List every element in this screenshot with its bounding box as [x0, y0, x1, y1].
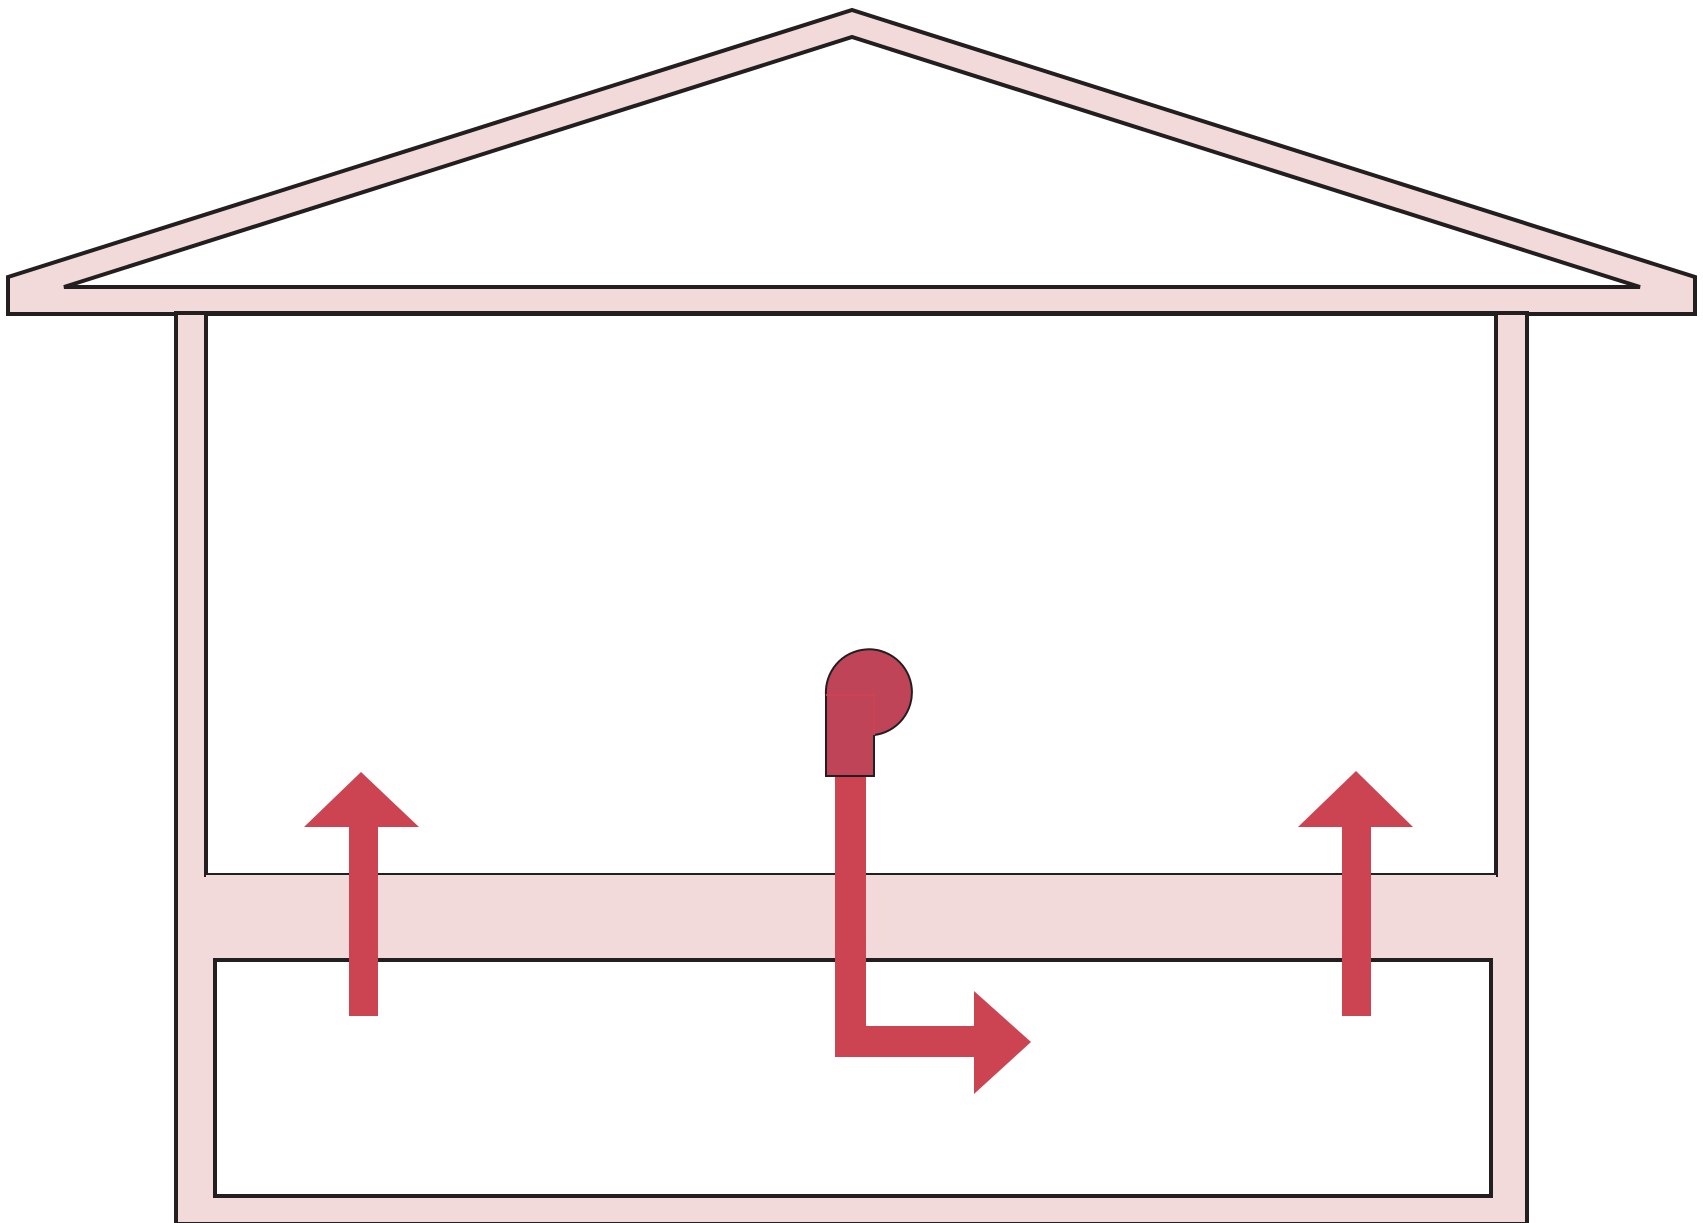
- left-arrow-head: [304, 772, 419, 827]
- fan-housing: [824, 648, 913, 777]
- house-body: [174, 311, 1529, 1223]
- left-arrow-shaft: [349, 822, 378, 1016]
- right-arrow-shaft: [1342, 822, 1371, 1016]
- duct-riser: [835, 770, 866, 1057]
- roof: [6, 7, 1697, 316]
- duct-arrow-head: [974, 991, 1031, 1094]
- arrow-up-icon: [304, 772, 419, 1016]
- arrow-up-icon: [1298, 771, 1413, 1016]
- right-arrow-head: [1298, 771, 1413, 827]
- duct-arrow-icon: [835, 770, 1031, 1094]
- fan-icon: [824, 648, 913, 777]
- attic-space: [63, 34, 1641, 289]
- duct-run: [835, 1026, 983, 1057]
- fan-divider: [826, 694, 875, 735]
